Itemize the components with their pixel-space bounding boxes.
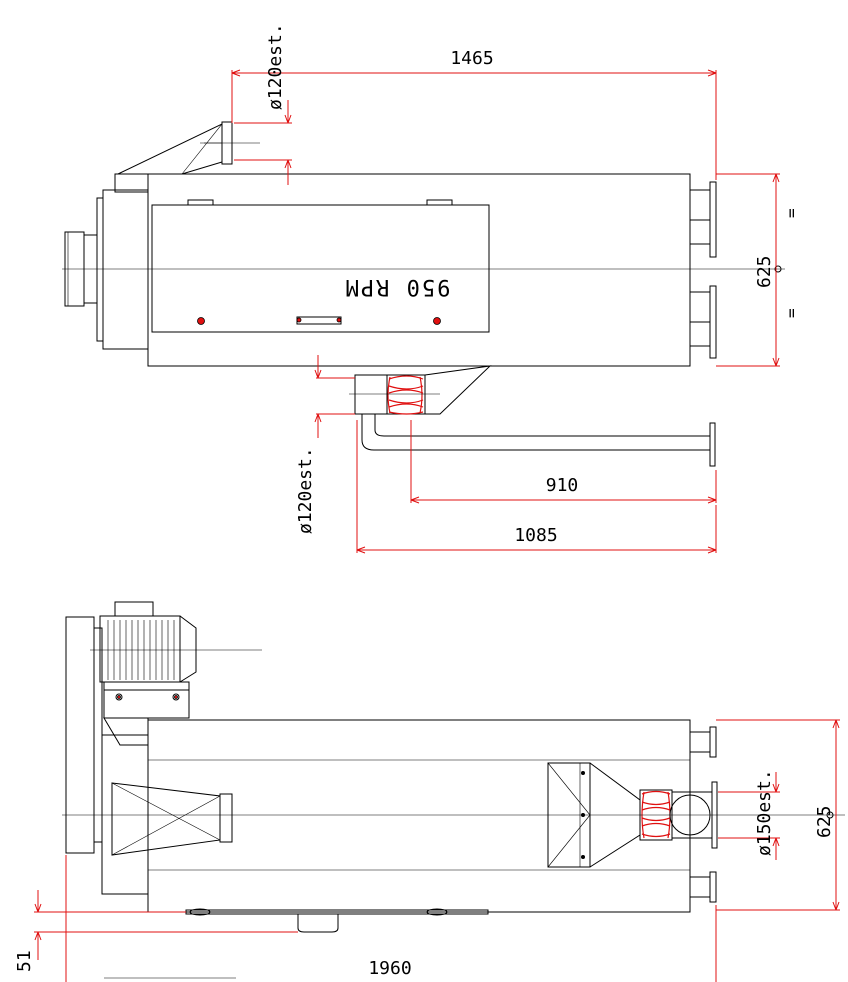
panel-handle [296,316,342,325]
dim-625-top-label: 625 [754,255,775,288]
dim-inlet-label: ø120est. [265,23,286,110]
top-view: 950 RPM 1465 ø120est. [62,23,801,554]
side-motor [90,601,262,691]
screw [433,317,441,325]
foot [189,908,211,916]
top-motor-flange [102,189,149,350]
dim-910-label: 910 [546,475,579,496]
side-flange-upper-end [709,726,717,758]
speed-label: 950 RPM [344,274,451,299]
side-frame-plate [101,734,149,895]
side-inlet-cone [111,782,221,856]
equal-mark-upper: = [782,208,801,218]
dim-1085: 1085 [356,420,717,554]
dim-1960-label: 1960 [368,958,411,979]
hinge [187,199,214,206]
dim-910: 910 [410,420,717,504]
dim-51: 51 [14,890,298,972]
side-pulley-inner [93,627,103,843]
top-outlet-pipe [361,414,710,451]
dim-outlet: ø120est. [295,355,355,534]
dim-1960: 1960 [65,855,717,982]
top-pipe-end-flange [709,422,716,467]
top-flex-connector [386,374,426,415]
handle-bolt [336,317,342,323]
foot [426,908,448,916]
side-view: ø150est. 625 51 1960 [14,601,845,982]
top-inlet-duct [117,123,223,175]
mount-bolt-dot [174,695,178,699]
top-outlet-flanges [689,181,717,359]
dim-625-side: 625 [716,719,840,911]
top-center-mark [774,265,782,273]
mount-bolt [115,693,123,701]
dim-1465-label: 1465 [450,48,493,69]
side-frame-bracket [103,717,149,746]
dim-1465: 1465 [231,48,717,180]
dim-51-label: 51 [14,950,35,972]
dim-1085-label: 1085 [514,525,557,546]
dim-side-outlet-label: ø150est. [754,769,775,856]
mount-bolt [172,693,180,701]
side-center-mark [826,811,834,819]
side-pulley [65,616,95,854]
side-housing [147,719,691,913]
dim-625-top: 625 = = [716,173,801,367]
handle-bolt [296,317,302,323]
dim-outlet-label: ø120est. [295,447,316,534]
side-inlet-flange [219,793,233,843]
screw [197,317,205,325]
top-motor-bracket [114,173,149,193]
top-outlet-duct [424,365,492,415]
equal-mark-lower: = [782,308,801,318]
side-flange-upper [689,731,711,753]
top-housing [147,173,691,367]
side-flange-lower-end [709,871,717,903]
top-outlet-flange [354,374,388,415]
dim-625-side-label: 625 [814,805,835,838]
dim-side-outlet: ø150est. [718,769,780,860]
top-motor-plate [96,197,104,342]
hinge [426,199,453,206]
flex-hatch [387,375,424,415]
dim-inlet: ø120est. [234,23,292,185]
side-handle [297,914,339,933]
top-inspection-panel [151,204,490,333]
side-flange-lower [689,876,711,898]
mount-bolt-dot [117,695,121,699]
